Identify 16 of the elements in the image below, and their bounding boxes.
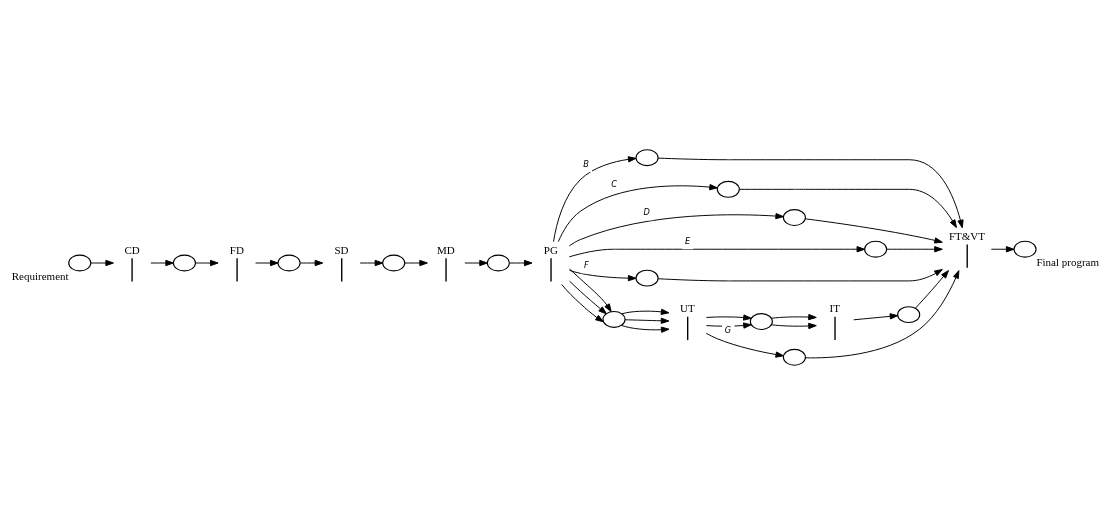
node-label: FT&VT (948, 229, 986, 242)
node-label: FD (229, 243, 244, 256)
edge-label: C (611, 178, 618, 189)
edge-label: G (724, 324, 732, 335)
node-label: SD (334, 243, 349, 256)
edge-label: B (583, 158, 590, 169)
node-label: PG (543, 243, 558, 256)
edge-label: E (684, 235, 691, 246)
node-label: MD (437, 243, 455, 256)
node-label: UT (680, 301, 695, 314)
edge-label: F (584, 259, 589, 270)
node-label: CD (124, 243, 140, 256)
edge-label: D (643, 206, 650, 217)
node-label: IT (829, 301, 840, 314)
node-label: Final program (1036, 255, 1100, 268)
node-label: Requirement (11, 269, 69, 282)
